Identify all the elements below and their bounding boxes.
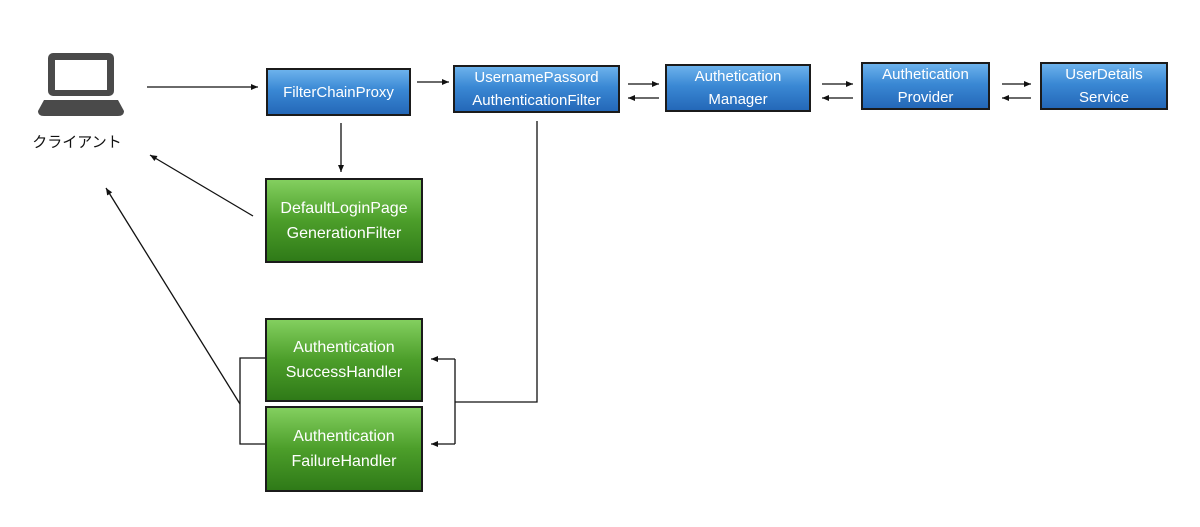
arrow-handlers-to-client xyxy=(105,187,241,405)
client-label: クライアント xyxy=(32,133,122,151)
connector-filter-to-handlers xyxy=(455,121,538,403)
authentication-provider-box: Authetication Provider xyxy=(861,62,990,110)
filter-chain-proxy-box: FilterChainProxy xyxy=(266,68,411,116)
handlers-bracket-left xyxy=(239,357,265,445)
user-details-service-box: UserDetails Service xyxy=(1040,62,1168,110)
arrow-default-login-to-client xyxy=(149,154,254,217)
username-password-filter-box: UsernamePassord AuthenticationFilter xyxy=(453,65,620,113)
failure-handler-box: Authentication FailureHandler xyxy=(265,406,423,492)
authentication-manager-box: Authetication Manager xyxy=(665,64,811,112)
success-handler-box: Authentication SuccessHandler xyxy=(265,318,423,402)
laptop-icon xyxy=(38,53,124,116)
default-login-page-filter-box: DefaultLoginPage GenerationFilter xyxy=(265,178,423,263)
